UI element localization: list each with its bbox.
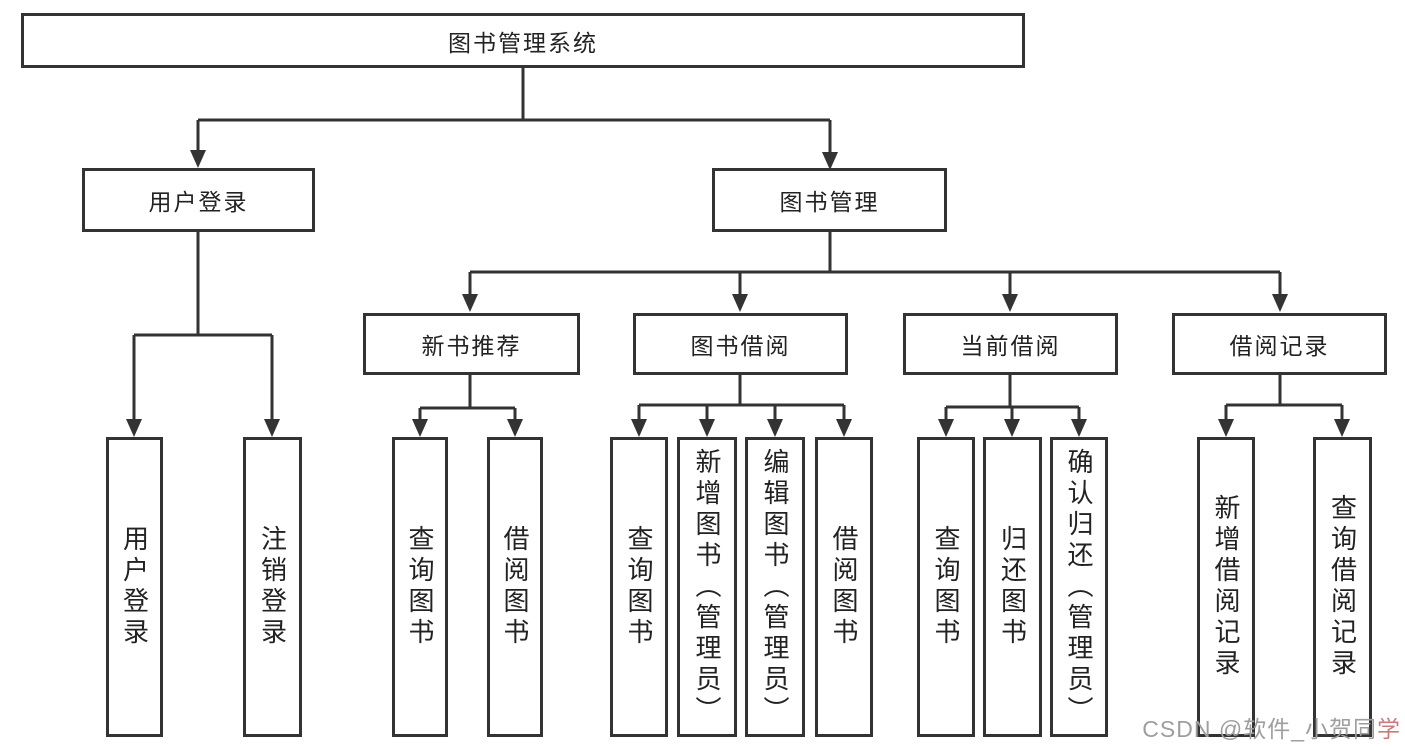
connector-new-book-to-leaves xyxy=(412,375,523,437)
node-current-borrowing: 当前借阅 xyxy=(903,313,1118,375)
leaf-br-query-borrow-record: 查询借阅记录 xyxy=(1313,437,1372,737)
leaf-bb-query-books: 查询图书 xyxy=(610,437,668,737)
connector-user-login-to-leaves xyxy=(126,232,280,437)
leaf-user-login: 用户登录 xyxy=(106,437,163,737)
node-borrowing-records: 借阅记录 xyxy=(1172,313,1387,375)
csdn-watermark-accent: 学 xyxy=(1377,716,1401,742)
connector-root-to-level2 xyxy=(190,68,838,170)
csdn-watermark-text: CSDN @软件_小贺同 xyxy=(1142,716,1377,742)
leaf-nb-borrow-books: 借阅图书 xyxy=(487,437,543,737)
connector-borrowing-records-to-leaves xyxy=(1218,375,1350,437)
node-root: 图书管理系统 xyxy=(21,13,1025,68)
leaf-bb-edit-books-admin: 编辑图书（管理员） xyxy=(745,437,805,737)
node-book-borrowing: 图书借阅 xyxy=(633,313,848,375)
leaf-cb-confirm-return-admin: 确认归还（管理员） xyxy=(1050,437,1108,737)
node-user-login: 用户登录 xyxy=(82,168,315,232)
leaf-br-add-borrow-record: 新增借阅记录 xyxy=(1197,437,1255,737)
node-new-book-recommendation: 新书推荐 xyxy=(363,313,580,375)
csdn-watermark: CSDN @软件_小贺同学 xyxy=(1142,710,1401,744)
leaf-cb-return-books: 归还图书 xyxy=(983,437,1042,737)
leaf-bb-add-books-admin: 新增图书（管理员） xyxy=(677,437,737,737)
leaf-nb-query-books: 查询图书 xyxy=(392,437,448,737)
leaf-cb-query-books: 查询图书 xyxy=(917,437,975,737)
connector-book-management-to-level3 xyxy=(462,232,1288,312)
connector-book-borrowing-to-leaves xyxy=(631,375,852,437)
leaf-bb-borrow-books: 借阅图书 xyxy=(815,437,873,737)
leaf-logout-login: 注销登录 xyxy=(243,437,302,737)
connector-current-borrowing-to-leaves xyxy=(938,375,1087,437)
node-book-management: 图书管理 xyxy=(712,168,947,232)
